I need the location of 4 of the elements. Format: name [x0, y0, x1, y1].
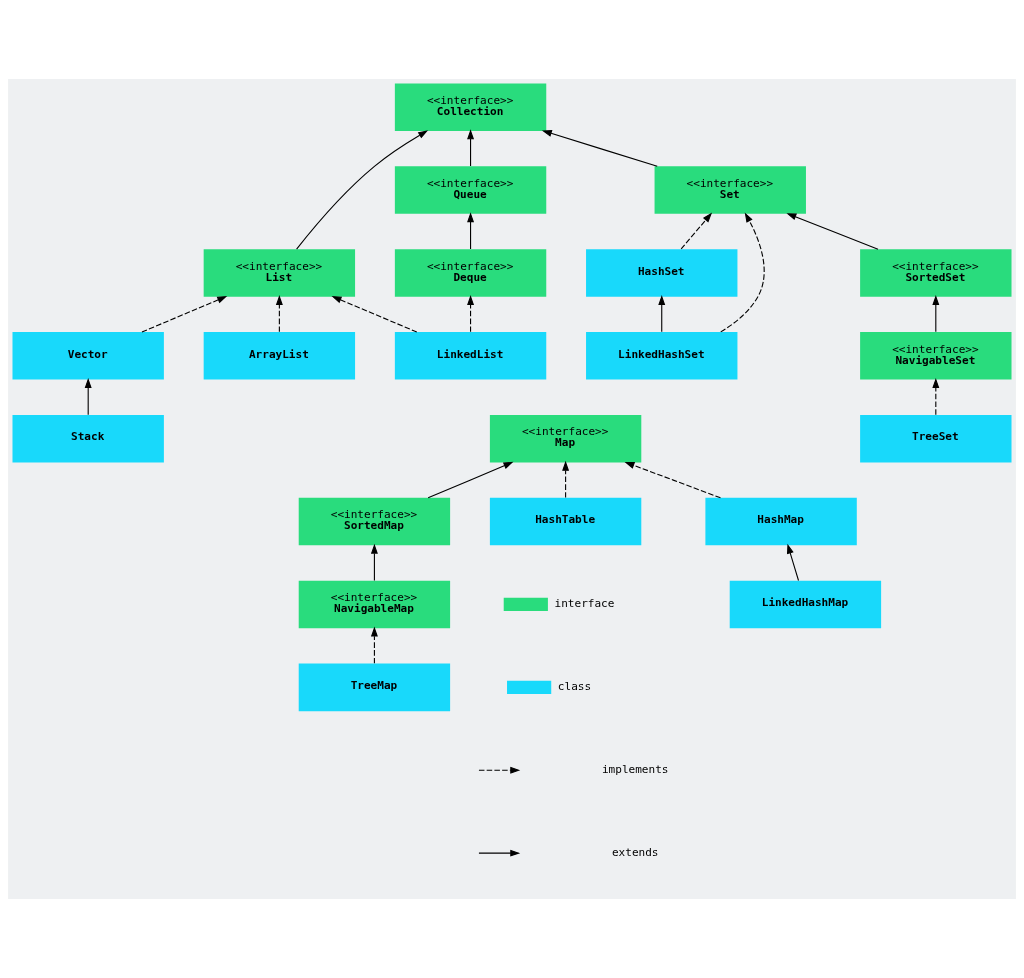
legend-label: extends — [611, 845, 659, 859]
legend-label: class — [557, 680, 592, 694]
legend-label: implements — [601, 763, 669, 777]
legend-label: interface — [554, 597, 615, 611]
